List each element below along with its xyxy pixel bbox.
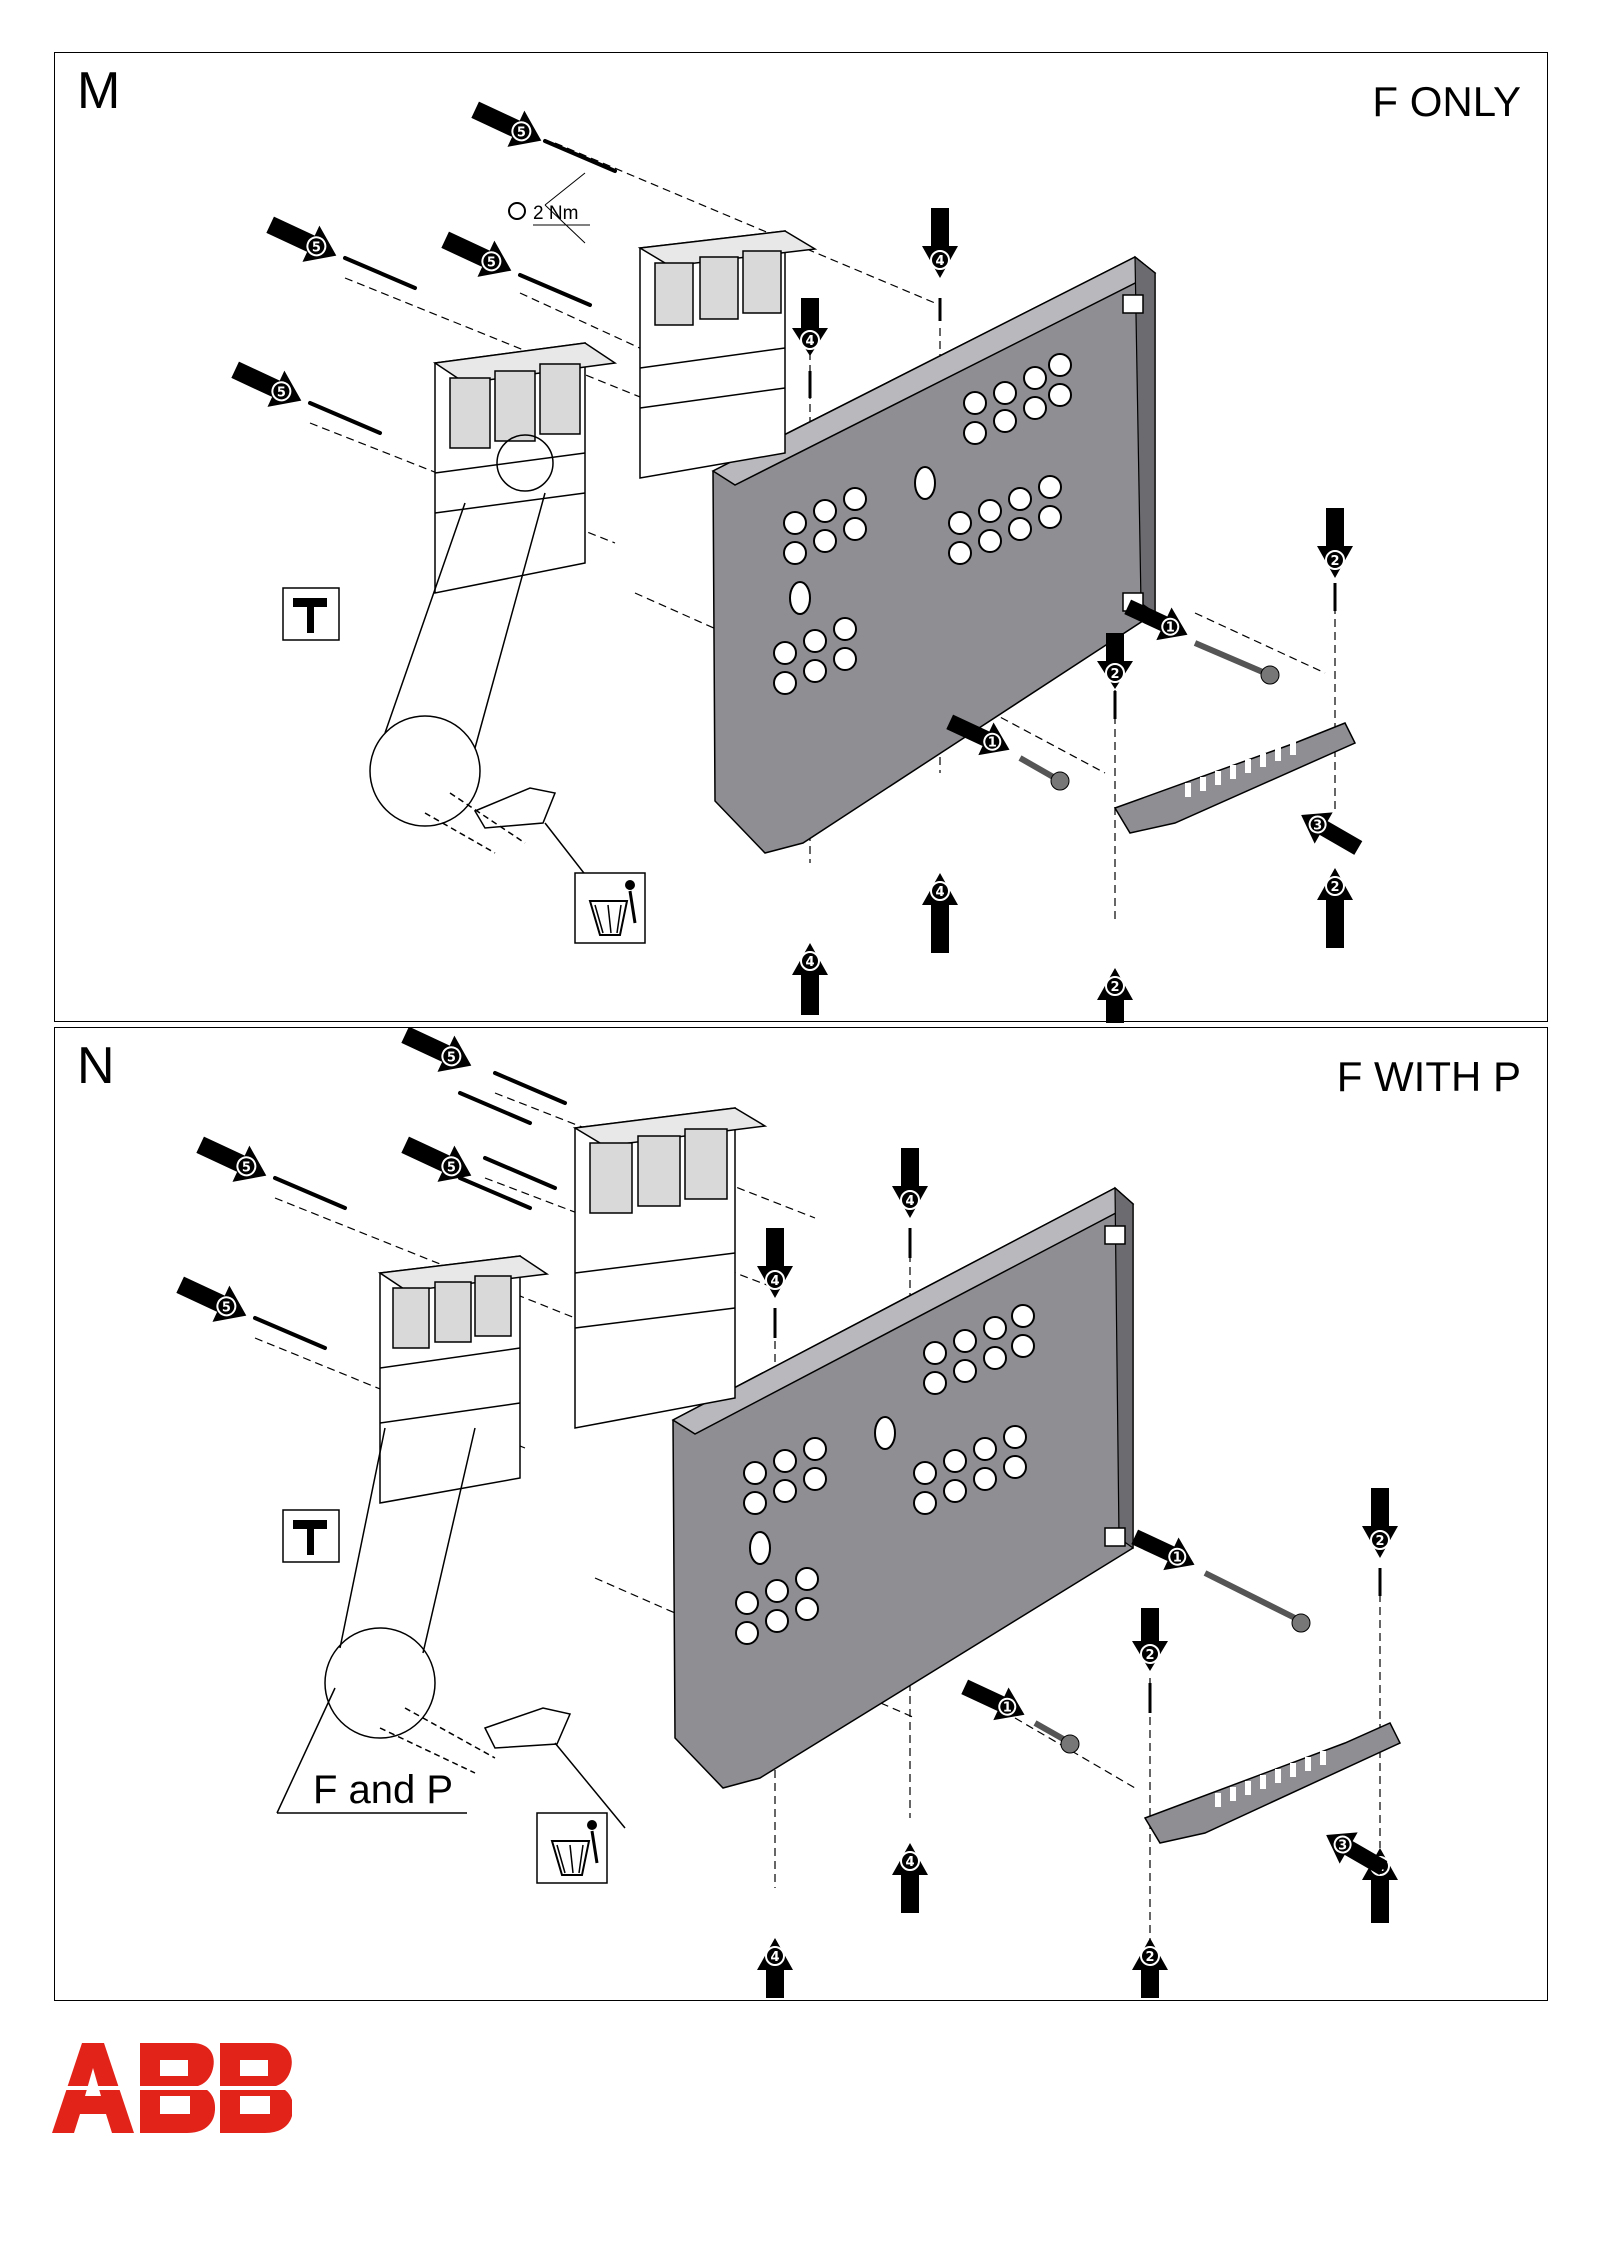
step-number: 2 — [1375, 1534, 1384, 1549]
step-number: 5 — [222, 1300, 231, 1315]
step-number: 5 — [447, 1160, 456, 1175]
torque-wrench-icon — [508, 202, 526, 220]
detail-callout — [276, 1427, 626, 1829]
step-number: 4 — [905, 1855, 914, 1870]
panel-n: N F WITH P — [54, 1027, 1548, 2001]
step-number: 2 — [1330, 554, 1339, 569]
abb-logo-mark — [52, 2043, 294, 2133]
circuit-breaker-front — [432, 342, 618, 594]
step-number: 5 — [517, 125, 526, 140]
step-arrows-2: 2 2 2 2 — [1097, 508, 1353, 1023]
assembly-drawing-n: 5 5 5 5 4 4 4 4 2 2 2 2 1 1 — [176, 1028, 1402, 1998]
step-number: 5 — [242, 1160, 251, 1175]
step-number: 1 — [1003, 1701, 1012, 1716]
long-screws — [253, 1071, 567, 1350]
callout-label: F and P — [313, 1768, 453, 1812]
pins — [808, 298, 1337, 719]
long-screws — [308, 139, 617, 435]
step-arrows-2: 2 2 2 2 — [1132, 1488, 1398, 1998]
step-number: 4 — [805, 955, 814, 970]
step-arrows-4: 4 4 4 4 — [757, 1148, 928, 1998]
interlock-bracket: 3 — [1143, 1722, 1402, 1875]
hammer-icon — [282, 587, 340, 641]
step-number: 2 — [1110, 980, 1119, 995]
interlock-bracket: 3 — [1113, 722, 1363, 855]
step-number: 4 — [935, 254, 944, 269]
step-arrows-1: 1 1 — [946, 599, 1280, 791]
step-number: 2 — [1145, 1648, 1154, 1663]
circuit-breaker-rear — [637, 230, 818, 479]
step-number: 2 — [1145, 1950, 1154, 1965]
panel-letter: M — [77, 62, 121, 120]
step-number: 4 — [905, 1194, 914, 1209]
pins — [773, 1228, 1382, 1713]
mounting-plate — [671, 1186, 1135, 1789]
trash-bin-icon — [574, 872, 646, 944]
panel-letter: N — [77, 1037, 115, 1095]
step-number: 4 — [770, 1274, 779, 1289]
step-number: 1 — [1166, 621, 1175, 636]
trash-bin-icon — [536, 1812, 608, 1884]
step-number: 3 — [1338, 1839, 1347, 1854]
step-number: 2 — [1110, 667, 1119, 682]
step-arrows-4: 4 4 4 4 — [792, 208, 958, 1015]
panel-m: M F ONLY — [54, 52, 1548, 1023]
step-number: 5 — [277, 385, 286, 400]
torque-label: 2 Nm — [533, 203, 578, 224]
step-number: 5 — [312, 240, 321, 255]
step-arrows-5: 5 5 5 5 — [176, 1028, 472, 1322]
step-number: 2 — [1330, 880, 1339, 895]
hammer-icon — [282, 1509, 340, 1563]
step-number: 4 — [935, 885, 944, 900]
abb-logo — [52, 2038, 294, 2143]
step-number: 4 — [770, 1950, 779, 1965]
panel-title: F ONLY — [1372, 78, 1521, 125]
step-arrows-5: 5 5 5 5 — [231, 101, 542, 407]
panel-title: F WITH P — [1336, 1053, 1521, 1100]
circuit-breaker-front — [377, 1255, 550, 1504]
assembly-drawing-m: 5 5 5 5 2 Nm 4 4 4 4 2 — [231, 101, 1363, 1023]
mounting-plate — [711, 255, 1157, 854]
circuit-breaker-rear — [572, 1107, 768, 1429]
step-number: 5 — [447, 1050, 456, 1065]
step-number: 1 — [988, 736, 997, 751]
torque-callout: 2 Nm — [508, 172, 590, 244]
step-number: 1 — [1173, 1551, 1182, 1566]
step-number: 4 — [805, 334, 814, 349]
step-number: 5 — [487, 255, 496, 270]
step-arrows-1: 1 1 — [961, 1529, 1311, 1754]
step-number: 3 — [1313, 819, 1322, 834]
